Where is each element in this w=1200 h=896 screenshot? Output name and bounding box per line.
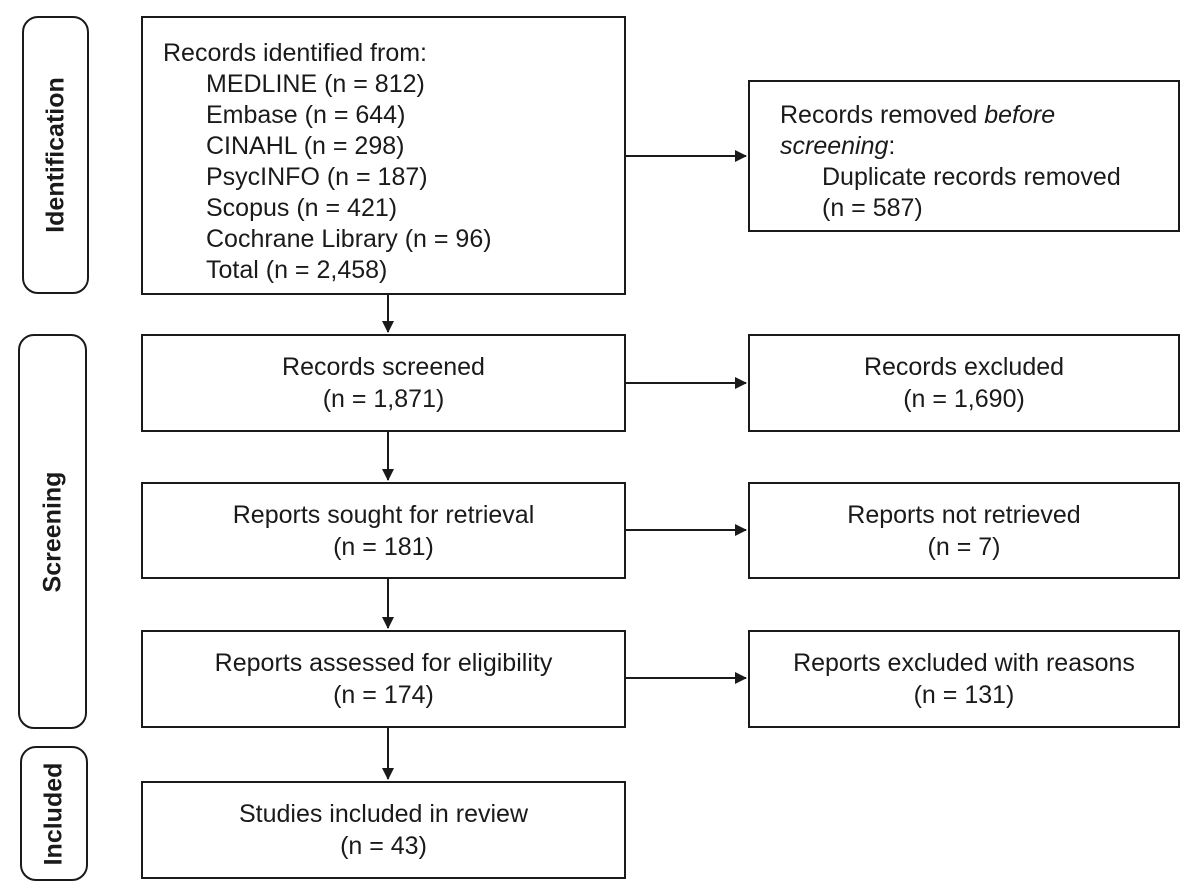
records-identified-box: Records identified from: MEDLINE (n = 81… [141, 16, 626, 295]
records-removed-screening: screening [780, 132, 889, 160]
records-removed-colon: : [888, 132, 896, 160]
reports-not-retrieved-label: Reports not retrieved [847, 500, 1081, 529]
records-identified-heading: Records identified from: [163, 39, 428, 67]
studies-included-count: (n = 43) [340, 832, 427, 860]
source-cochrane: Cochrane Library (n = 96) [206, 225, 492, 253]
records-removed-prefix: Records removed [780, 101, 985, 129]
reports-excluded-reasons-box: Reports excluded with reasons (n = 131) [748, 630, 1180, 728]
reports-sought-count: (n = 181) [333, 532, 434, 561]
source-scopus: Scopus (n = 421) [206, 194, 398, 222]
records-removed-before: before [984, 101, 1056, 129]
reports-assessed-box: Reports assessed for eligibility (n = 17… [141, 630, 626, 728]
reports-excluded-reasons-label: Reports excluded with reasons [793, 649, 1135, 677]
reports-assessed-count: (n = 174) [333, 681, 434, 709]
source-psycinfo: PsycINFO (n = 187) [206, 163, 428, 191]
records-screened-count: (n = 1,871) [322, 385, 445, 413]
phase-identification: Identification [22, 16, 89, 294]
phase-included: Included [20, 746, 88, 881]
records-removed-line2: screening: [780, 132, 895, 160]
records-excluded-box: Records excluded (n = 1,690) [748, 334, 1180, 432]
reports-sought-box: Reports sought for retrieval (n = 181) [141, 482, 626, 579]
records-screened-label: Records screened [282, 353, 485, 381]
reports-assessed-label: Reports assessed for eligibility [214, 649, 553, 677]
studies-included-label: Studies included in review [238, 800, 529, 828]
records-removed-line1: Records removed before [780, 101, 1055, 129]
reports-sought-label: Reports sought for retrieval [232, 500, 535, 529]
source-cinahl: CINAHL (n = 298) [206, 132, 405, 160]
phase-screening: Screening [18, 334, 87, 729]
records-excluded-label: Records excluded [863, 353, 1065, 381]
reports-not-retrieved-box: Reports not retrieved (n = 7) [748, 482, 1180, 579]
records-removed-box: Records removed before screening: Duplic… [748, 80, 1180, 232]
source-medline: MEDLINE (n = 812) [206, 70, 425, 98]
duplicate-records-label: Duplicate records removed [822, 163, 1121, 191]
source-total: Total (n = 2,458) [206, 256, 388, 284]
reports-not-retrieved-count: (n = 7) [927, 532, 1001, 561]
studies-included-box: Studies included in review (n = 43) [141, 781, 626, 879]
records-removed-text: Records removed before screening: Duplic… [780, 100, 1121, 224]
records-identified-text: Records identified from: MEDLINE (n = 81… [163, 38, 492, 286]
duplicate-records-count: (n = 587) [822, 194, 923, 222]
records-screened-box: Records screened (n = 1,871) [141, 334, 626, 432]
records-excluded-count: (n = 1,690) [903, 385, 1025, 413]
reports-excluded-reasons-count: (n = 131) [913, 681, 1015, 709]
source-embase: Embase (n = 644) [206, 101, 406, 129]
